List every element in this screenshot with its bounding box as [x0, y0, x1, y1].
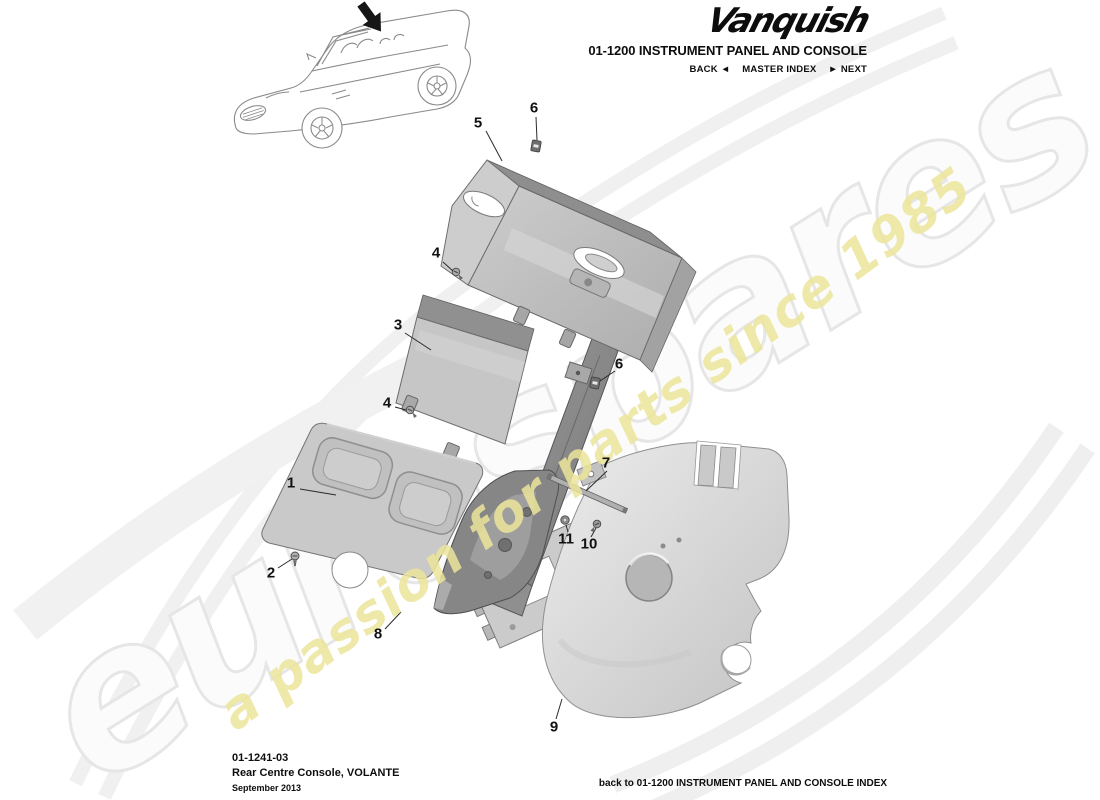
nav-master-index-link[interactable]: MASTER INDEX — [742, 64, 817, 75]
callout-4-b[interactable]: 4 — [382, 394, 392, 412]
back-to-index-link[interactable]: back to 01-1200 INSTRUMENT PANEL AND CON… — [598, 778, 888, 789]
vanquish-logo: Vanquish — [701, 1, 873, 41]
fastener-clip-6a[interactable] — [530, 139, 542, 153]
part-9-quarter-trim-panel[interactable] — [541, 440, 790, 719]
fastener-screw-2[interactable] — [290, 551, 300, 567]
section-title: 01-1200 INSTRUMENT PANEL AND CONSOLE — [588, 43, 867, 58]
nav-next-link[interactable]: ► NEXT — [828, 64, 867, 75]
back-arrow-icon: ◄ — [720, 64, 731, 75]
nav-back-link[interactable]: BACK ◄ — [689, 64, 731, 75]
callout-7[interactable]: 7 — [601, 454, 611, 472]
callout-10[interactable]: 10 — [580, 535, 598, 553]
callout-2[interactable]: 2 — [266, 564, 276, 582]
car-location-inset — [233, 1, 472, 149]
callout-6-b[interactable]: 6 — [614, 355, 624, 373]
callout-4-a[interactable]: 4 — [431, 244, 441, 262]
drawing-number: 01-1241-03 — [232, 752, 289, 764]
callout-8[interactable]: 8 — [373, 625, 383, 643]
catalog-nav: BACK ◄ MASTER INDEX ► NEXT — [588, 64, 867, 75]
callout-5[interactable]: 5 — [473, 114, 483, 132]
callout-11[interactable]: 11 — [558, 530, 574, 548]
page-header: Vanquish 01-1200 INSTRUMENT PANEL AND CO… — [588, 1, 872, 75]
callout-6-a[interactable]: 6 — [529, 99, 539, 117]
front-wheel — [301, 107, 343, 149]
next-arrow-icon: ► — [828, 64, 839, 75]
drawing-info: 01-1241-03 Rear Centre Console, VOLANTE … — [232, 751, 399, 796]
rear-wheel — [417, 66, 457, 106]
callout-1[interactable]: 1 — [286, 474, 296, 492]
fastener-nut-11[interactable] — [560, 515, 570, 525]
fastener-clip-6b[interactable] — [589, 376, 601, 390]
callout-9[interactable]: 9 — [549, 718, 559, 736]
callout-3[interactable]: 3 — [393, 316, 403, 334]
drawing-title: Rear Centre Console, VOLANTE — [232, 767, 400, 779]
drawing-date: September 2013 — [232, 783, 302, 793]
